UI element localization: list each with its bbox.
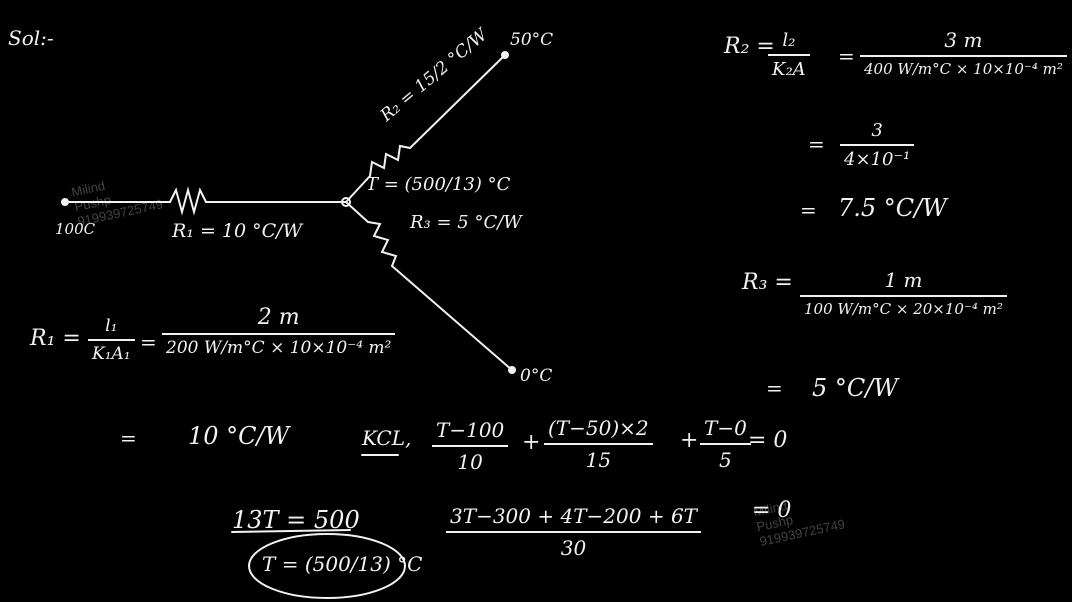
wire-lower-2 xyxy=(391,265,513,371)
node-bottom-label: 0°C xyxy=(520,366,553,386)
kcl-rhs: = 0 xyxy=(748,428,788,453)
fraction-bar xyxy=(768,54,810,56)
boxed-answer: T = (500/13) °C xyxy=(262,552,423,576)
fraction-denominator: 15 xyxy=(585,448,612,472)
r2-result: 7.5 °C/W xyxy=(838,194,947,222)
r2-result-equals: = xyxy=(800,198,817,222)
r3-lhs: R₃ = xyxy=(742,270,793,295)
r2-step-equals: = xyxy=(808,132,825,156)
fraction-numerator: (T−50)×2 xyxy=(548,416,649,440)
node-bottom-dot xyxy=(508,366,516,374)
kcl-term-1: T−100 10 xyxy=(432,418,509,474)
wire-upper-1 xyxy=(345,175,371,203)
r3-result-equals: = xyxy=(766,376,783,400)
node-left-label: 100C xyxy=(55,220,96,238)
fraction-bar xyxy=(700,443,751,445)
r3-label: R₃ = 5 °C/W xyxy=(410,212,522,233)
r1-result: 10 °C/W xyxy=(188,422,290,450)
junction-node xyxy=(341,197,351,207)
r1-lhs: R₁ = xyxy=(30,326,81,351)
fraction-denominator: 5 xyxy=(719,448,732,472)
node-left-dot xyxy=(61,198,69,206)
fraction-denominator: 400 W/m°C × 10×10⁻⁴ m² xyxy=(864,60,1063,78)
solution-label: Sol:- xyxy=(8,26,54,50)
resistor-r3 xyxy=(367,221,398,267)
r2-step-fraction: 3 4×10⁻¹ xyxy=(840,120,915,170)
node-top-label: 50°C xyxy=(510,30,554,50)
junction-temperature-label: T = (500/13) °C xyxy=(366,174,511,195)
kcl-label: KCL, xyxy=(362,426,412,450)
fraction-numerator: T−0 xyxy=(704,416,747,440)
fraction-bar xyxy=(162,333,396,335)
fraction-bar xyxy=(88,339,135,341)
answer-box xyxy=(248,533,406,599)
r1-equals: = xyxy=(140,330,157,354)
fraction-numerator: 3 m xyxy=(944,28,983,52)
fraction-numerator: l₂ xyxy=(782,30,796,51)
fraction-denominator: 10 xyxy=(457,450,483,474)
kcl-term-2: (T−50)×2 15 xyxy=(544,416,653,472)
wire-lower-1 xyxy=(345,201,369,223)
combined-fraction: 3T−300 + 4T−200 + 6T 30 xyxy=(446,504,702,560)
fraction-bar xyxy=(446,531,702,533)
r3-fraction-values: 1 m 100 W/m°C × 20×10⁻⁴ m² xyxy=(800,268,1007,318)
fraction-denominator: 100 W/m°C × 20×10⁻⁴ m² xyxy=(804,300,1003,318)
resistor-r1 xyxy=(169,186,207,216)
fraction-bar xyxy=(432,445,509,447)
fraction-numerator: 1 m xyxy=(884,268,923,292)
r3-result: 5 °C/W xyxy=(812,374,899,402)
solve-line-1: 13T = 500 xyxy=(232,506,360,534)
fraction-denominator: K₂A xyxy=(772,59,806,80)
fraction-bar xyxy=(840,144,915,146)
r1-label: R₁ = 10 °C/W xyxy=(172,220,303,242)
fraction-numerator: 2 m xyxy=(257,305,300,330)
r2-fraction-values: 3 m 400 W/m°C × 10×10⁻⁴ m² xyxy=(860,28,1067,78)
fraction-bar xyxy=(860,55,1067,57)
r2-lhs: R₂ = xyxy=(724,34,775,59)
fraction-denominator: 200 W/m°C × 10×10⁻⁴ m² xyxy=(166,338,392,358)
r2-fraction-formula: l₂ K₂A xyxy=(768,30,810,80)
kcl-plus-1: + xyxy=(522,430,541,455)
node-top-dot xyxy=(501,51,509,59)
fraction-denominator: K₁A₁ xyxy=(92,344,131,364)
fraction-bar xyxy=(544,443,653,445)
kcl-term-3: T−0 5 xyxy=(700,416,751,472)
r1-result-equals: = xyxy=(120,426,137,450)
fraction-bar xyxy=(800,295,1007,297)
fraction-denominator: 4×10⁻¹ xyxy=(844,149,911,170)
kcl-plus-2: + xyxy=(680,428,699,453)
resistor-r2 xyxy=(369,144,411,177)
fraction-denominator: 30 xyxy=(560,536,587,560)
r1-fraction-formula: l₁ K₁A₁ xyxy=(88,316,135,364)
r2-equals: = xyxy=(838,44,855,68)
fraction-numerator: 3 xyxy=(871,120,883,141)
fraction-numerator: l₁ xyxy=(105,316,118,336)
fraction-numerator: 3T−300 + 4T−200 + 6T xyxy=(450,504,698,528)
result-underline xyxy=(231,529,351,533)
combined-rhs: = 0 xyxy=(752,498,792,523)
fraction-numerator: T−100 xyxy=(436,418,505,442)
wire-upper-2 xyxy=(409,54,506,149)
r1-fraction-values: 2 m 200 W/m°C × 10×10⁻⁴ m² xyxy=(162,305,396,358)
